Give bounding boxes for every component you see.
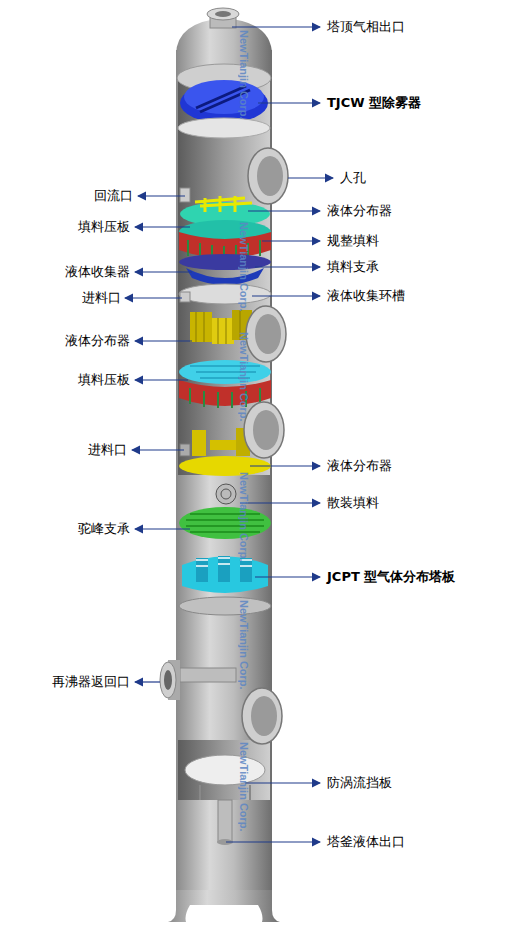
part-label: 防涡流挡板 [327,775,392,791]
watermark: NewTianjin Corp. [238,30,250,120]
part-label: 进料口 [88,442,127,458]
watermark: NewTianjin Corp. [238,742,250,832]
leader-lines [125,27,333,842]
watermark: NewTianjin Corp. [238,600,250,690]
watermark: NewTianjin Corp. [238,222,250,312]
part-label: 回流口 [94,188,133,204]
part-label: JCPT 型气体分布塔板 [327,569,455,585]
part-label: 填料支承 [327,259,379,275]
part-label: 液体分布器 [65,333,130,349]
part-label: 液体收集器 [65,264,130,280]
part-label: 进料口 [82,290,121,306]
part-label: 塔顶气相出口 [327,19,405,35]
part-label: 再沸器返回口 [52,674,130,690]
part-label: 塔釜液体出口 [327,834,405,850]
part-label: 驼峰支承 [78,521,130,537]
watermark: NewTianjin Corp. [238,472,250,562]
part-label: 液体分布器 [327,203,392,219]
part-label: TJCW 型除雾器 [327,95,421,111]
part-label: 填料压板 [78,372,130,388]
part-label: 散装填料 [327,495,379,511]
part-label: 填料压板 [78,219,130,235]
part-label: 人孔 [340,170,366,186]
part-label: 液体分布器 [327,458,392,474]
watermark: NewTianjin Corp. [238,332,250,422]
part-label: 规整填料 [327,233,379,249]
part-label: 液体收集环槽 [327,288,405,304]
